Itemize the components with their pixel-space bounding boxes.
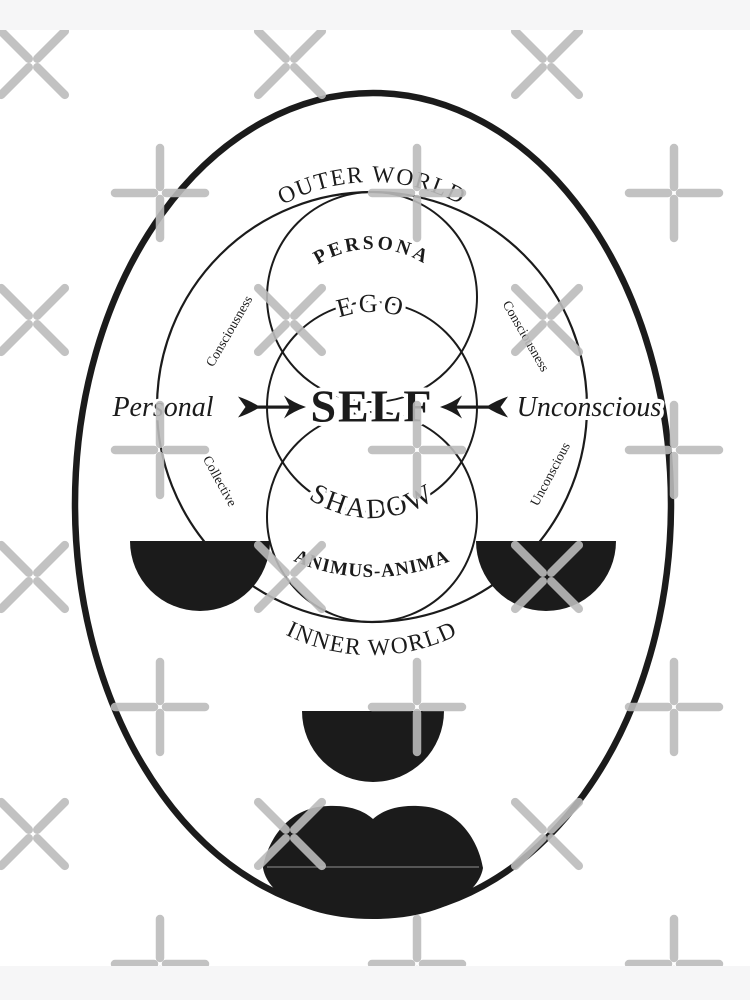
- nose: [302, 711, 444, 782]
- shadow-circle: [266, 411, 478, 623]
- arrow-right-icon: [440, 395, 508, 419]
- unconscious-label: Unconscious: [517, 392, 662, 423]
- self-arrows: [238, 395, 508, 419]
- right-eye: [476, 541, 616, 611]
- face-features: [130, 541, 616, 919]
- top-band: [0, 0, 750, 30]
- mouth: [263, 805, 483, 919]
- left-eye: [130, 541, 270, 611]
- arrow-left-icon: [238, 395, 306, 419]
- bottom-band: [0, 966, 750, 1000]
